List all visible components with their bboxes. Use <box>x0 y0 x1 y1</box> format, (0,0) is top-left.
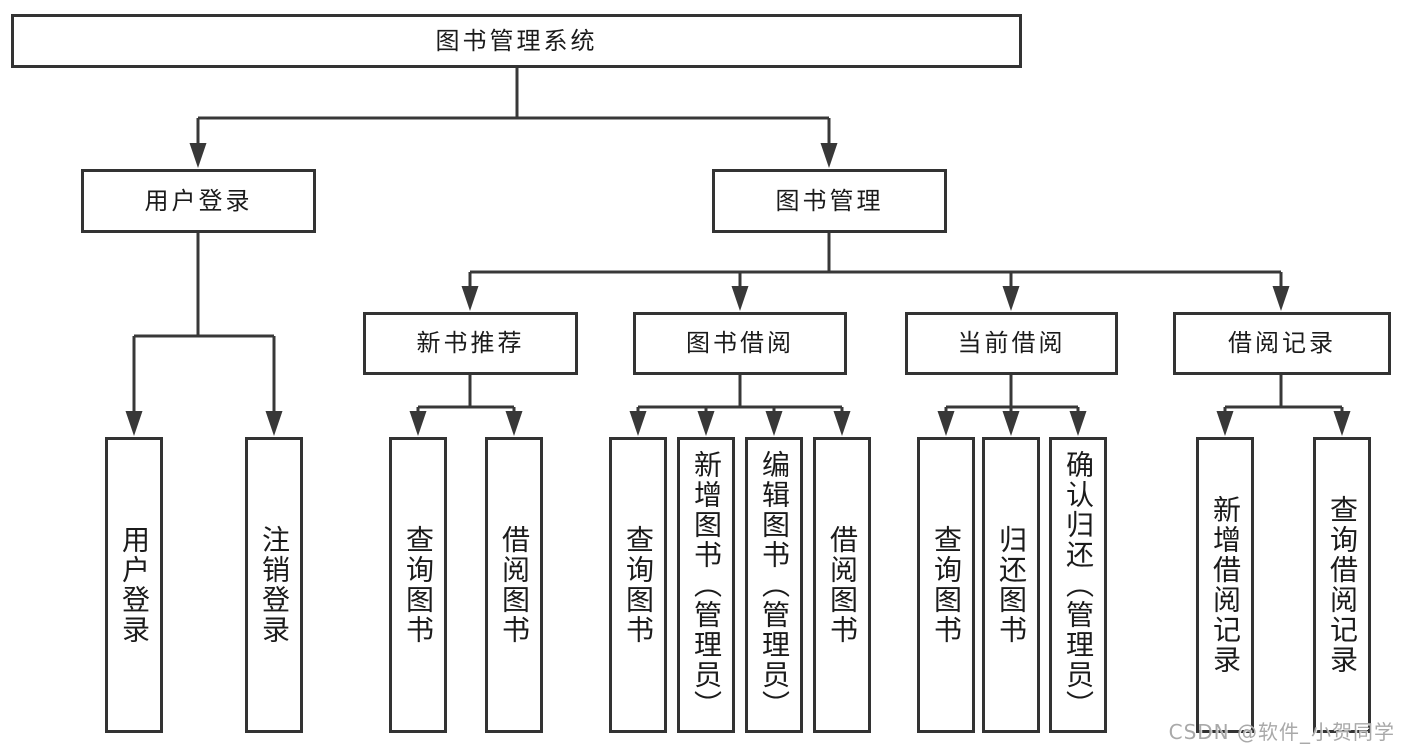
arrow-down-icon <box>697 411 715 436</box>
node-user-login-branch: 用户登录 <box>81 169 316 233</box>
arrow-down-icon <box>1216 411 1234 436</box>
leaf-query-books-borrow: 查询图书 <box>609 437 667 733</box>
node-library-management-system: 图书管理系统 <box>11 14 1022 68</box>
leaf-user-login: 用户登录 <box>105 437 163 733</box>
arrow-down-icon <box>189 143 207 168</box>
arrow-down-icon <box>820 143 838 168</box>
arrow-down-icon <box>265 411 283 436</box>
watermark: CSDN @软件_小贺同学 <box>1168 720 1395 744</box>
leaf-borrow-books: 借阅图书 <box>813 437 871 733</box>
arrow-down-icon <box>1069 411 1087 436</box>
leaf-borrow-books-recommend: 借阅图书 <box>485 437 543 733</box>
leaf-add-book-admin: 新增图书（管理员） <box>677 437 735 733</box>
node-book-borrow: 图书借阅 <box>633 312 847 375</box>
leaf-edit-book-admin: 编辑图书（管理员） <box>745 437 803 733</box>
leaf-logout-login: 注销登录 <box>245 437 303 733</box>
arrowheads <box>125 143 1351 436</box>
arrow-down-icon <box>505 411 523 436</box>
arrow-down-icon <box>461 286 479 311</box>
arrow-down-icon <box>1272 286 1290 311</box>
arrow-down-icon <box>765 411 783 436</box>
leaf-add-borrow-record: 新增借阅记录 <box>1196 437 1254 733</box>
arrow-down-icon <box>731 286 749 311</box>
node-current-borrow: 当前借阅 <box>905 312 1118 375</box>
arrow-down-icon <box>1333 411 1351 436</box>
connector-stems <box>132 67 1344 413</box>
arrow-down-icon <box>937 411 955 436</box>
leaf-query-books-current: 查询图书 <box>917 437 975 733</box>
arrow-down-icon <box>125 411 143 436</box>
arrow-down-icon <box>409 411 427 436</box>
leaf-query-books-recommend: 查询图书 <box>389 437 447 733</box>
node-book-management-branch: 图书管理 <box>712 169 947 233</box>
leaf-query-borrow-record: 查询借阅记录 <box>1313 437 1371 733</box>
leaf-return-books: 归还图书 <box>982 437 1040 733</box>
node-borrow-records: 借阅记录 <box>1173 312 1391 375</box>
arrow-down-icon <box>629 411 647 436</box>
arrow-down-icon <box>1002 411 1020 436</box>
arrow-down-icon <box>1002 286 1020 311</box>
node-new-book-recommend: 新书推荐 <box>363 312 578 375</box>
leaf-confirm-return-admin: 确认归还（管理员） <box>1049 437 1107 733</box>
arrow-down-icon <box>833 411 851 436</box>
